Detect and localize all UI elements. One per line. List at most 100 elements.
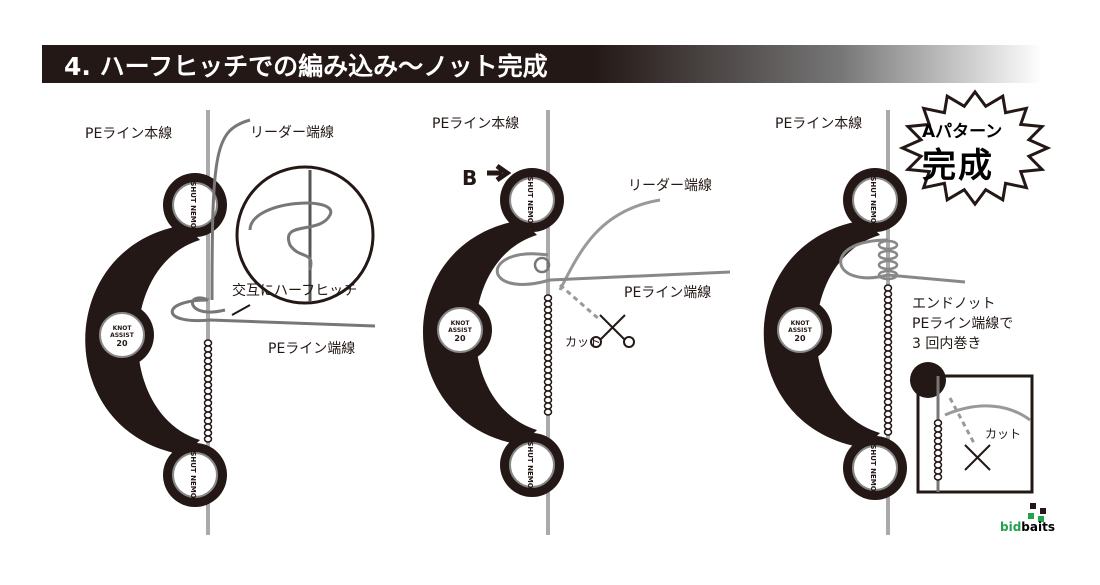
- braid: [883, 416, 893, 424]
- inner-wrap: [877, 269, 899, 281]
- braid: [543, 300, 553, 308]
- braid: [883, 314, 893, 322]
- shut-nemo-dial-bottom-face: [509, 442, 555, 488]
- braid: [543, 312, 553, 320]
- leader-end-label: リーダー端線: [628, 178, 712, 194]
- braid: [543, 342, 553, 350]
- inset-braid: [933, 419, 943, 427]
- braid: [883, 284, 893, 292]
- inset-braid: [933, 425, 943, 433]
- pe-end-label: PEライン端線: [268, 341, 356, 357]
- leader-end-line: [558, 198, 661, 291]
- braid: [203, 363, 213, 371]
- tool-frame: [85, 225, 200, 455]
- shut-nemo-dial-bottom-face: [172, 452, 218, 498]
- tool-hole: [421, 236, 429, 244]
- scissors-icon: [599, 314, 626, 341]
- leader-end-line: [210, 118, 251, 301]
- pe-end-line: [839, 238, 966, 284]
- inset-trimmed-line: [944, 404, 1031, 422]
- braid: [543, 402, 553, 410]
- swap-arrow: [231, 304, 251, 316]
- braid: [883, 332, 893, 340]
- braid: [883, 410, 893, 418]
- leader-end-label: リーダー端線: [250, 125, 334, 141]
- inset-braid: [933, 431, 943, 439]
- braid: [883, 344, 893, 352]
- braid: [883, 386, 893, 394]
- braid: [543, 378, 553, 386]
- braid: [543, 360, 553, 368]
- braid: [883, 380, 893, 388]
- braid: [203, 435, 213, 443]
- end-knot-label-3: 3 回内巻き: [912, 336, 982, 352]
- braid: [203, 411, 213, 419]
- braid: [203, 351, 213, 359]
- scissors-icon: [964, 444, 991, 471]
- knot-assist-dial-face: [437, 307, 483, 353]
- inset-braid: [933, 443, 943, 451]
- tool-hole: [73, 271, 81, 279]
- braid: [203, 417, 213, 425]
- tool-label-knot: KNOT: [113, 325, 133, 332]
- shut-nemo-dial-top-face: [509, 177, 555, 223]
- pe-end-line: [170, 298, 376, 328]
- main-line-label: PEライン本線: [432, 116, 520, 132]
- cut-label: カット: [565, 335, 602, 349]
- tool-hole: [83, 421, 91, 429]
- half-hitch-loop: [191, 296, 226, 314]
- shut-nemo-dial-top-face: [852, 177, 898, 223]
- braid: [203, 405, 213, 413]
- tool-hole: [781, 216, 789, 224]
- logo-part-bid: bid: [1000, 520, 1022, 534]
- braid: [543, 372, 553, 380]
- cut-guide: [559, 283, 601, 322]
- braid: [203, 369, 213, 377]
- braid: [543, 396, 553, 404]
- braid: [543, 408, 553, 416]
- braid: [883, 422, 893, 430]
- braid: [203, 429, 213, 437]
- tool-label-20: 20: [454, 334, 466, 343]
- braid: [203, 375, 213, 383]
- inset-braid: [933, 461, 943, 469]
- tool-hole: [441, 436, 449, 444]
- braid: [203, 339, 213, 347]
- tool-label-top: SHUT NEMO: [189, 181, 197, 228]
- tool-label-20: 20: [116, 339, 128, 348]
- braid: [203, 393, 213, 401]
- tool-hole: [746, 356, 754, 364]
- tool-hole: [761, 236, 769, 244]
- braid: [883, 368, 893, 376]
- b-arrow-icon: [487, 163, 512, 183]
- tool-hole: [83, 241, 91, 249]
- braid: [883, 362, 893, 370]
- tool-hole: [441, 216, 449, 224]
- tool-label-top: SHUT NEMO: [869, 176, 877, 223]
- braid: [883, 338, 893, 346]
- end-knot-label-2: PEライン端線で: [912, 316, 1014, 332]
- tool-frame: [763, 220, 880, 448]
- tool-hole: [68, 361, 76, 369]
- braid: [543, 354, 553, 362]
- knot-assist-dial-face: [99, 312, 145, 358]
- braid: [883, 392, 893, 400]
- braid: [883, 356, 893, 364]
- badge-pattern-a: Aパターン: [922, 122, 1003, 142]
- tool-label-assist: ASSIST: [448, 327, 473, 334]
- logo-icon-block: [1040, 508, 1046, 514]
- braid: [543, 330, 553, 338]
- main-line-label: PEライン本線: [775, 116, 863, 132]
- tool-label-knot: KNOT: [451, 320, 471, 327]
- braid: [543, 366, 553, 374]
- braid: [203, 423, 213, 431]
- tool-hole: [751, 266, 759, 274]
- braid: [883, 320, 893, 328]
- end-knot-label: エンドノット: [912, 296, 996, 312]
- braid: [883, 404, 893, 412]
- braid: [543, 294, 553, 302]
- tool-label-bottom: SHUT NEMO: [189, 451, 197, 498]
- braid: [883, 350, 893, 358]
- inner-wrap: [877, 239, 899, 251]
